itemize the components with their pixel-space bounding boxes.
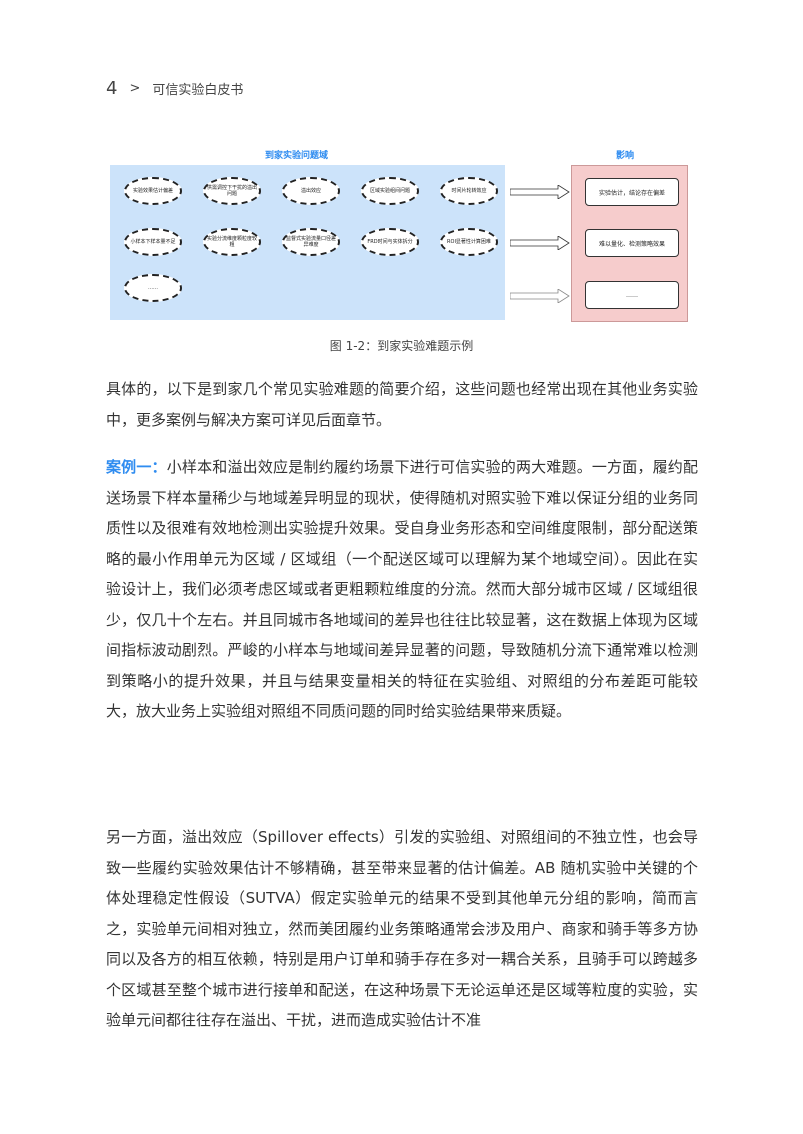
arrow-icon	[510, 289, 570, 303]
problem-ellipse: 供需调控下干扰的溢出问题	[203, 177, 261, 205]
header-title: 可信实验白皮书	[152, 83, 244, 98]
paragraph-case-one: 案例一：小样本和溢出效应是制约履约场景下进行可信实验的两大难题。一方面，履约配送…	[106, 452, 698, 727]
case-label: 案例一：	[106, 458, 167, 476]
problem-ellipse: 实验分流维度颗粒度较粗	[203, 228, 261, 256]
problem-ellipse: 小样本下样本量不足	[124, 228, 182, 256]
problem-ellipse: FRD时间与实体拆分	[361, 228, 419, 256]
impact-title: 影响	[616, 151, 635, 161]
figure-diagram: 到家实验问题域 影响 实验效果估计偏差 供需调控下干扰的溢出问题 溢出效应 区域…	[110, 140, 690, 322]
arrow-icon	[510, 185, 570, 199]
arrow-icon	[510, 236, 570, 250]
paragraph-intro: 具体的，以下是到家几个常见实验难题的简要介绍，这些问题也经常出现在其他业务实验中…	[106, 380, 698, 429]
impact-box: 实验估计，结论存在偏差	[585, 178, 679, 206]
problem-ellipse: 监督式实验流量口径差异难度	[282, 228, 340, 256]
problem-ellipse: ……	[124, 274, 182, 302]
problem-ellipse: 溢出效应	[282, 177, 340, 205]
problem-ellipse: 实验效果估计偏差	[124, 177, 182, 205]
problem-domain-title: 到家实验问题域	[265, 151, 329, 161]
header-separator: >	[129, 81, 141, 96]
page-header: 4 > 可信实验白皮书	[106, 78, 243, 99]
problem-ellipse: ROI显著性计算困难	[440, 228, 498, 256]
problem-ellipse: 时间片轮转效应	[440, 177, 498, 205]
impact-box: ……	[585, 281, 679, 309]
impact-box: 难以量化、检测策略效果	[585, 229, 679, 257]
page-number: 4	[106, 78, 118, 99]
paragraph-spillover: 另一方面，溢出效应（Spillover effects）引发的实验组、对照组间的…	[106, 828, 698, 1029]
figure-caption: 图 1-2：到家实验难题示例	[329, 339, 474, 353]
problem-ellipse: 区域实验组间问题	[361, 177, 419, 205]
case-one-text: 小样本和溢出效应是制约履约场景下进行可信实验的两大难题。一方面，履约配送场景下样…	[106, 458, 698, 720]
